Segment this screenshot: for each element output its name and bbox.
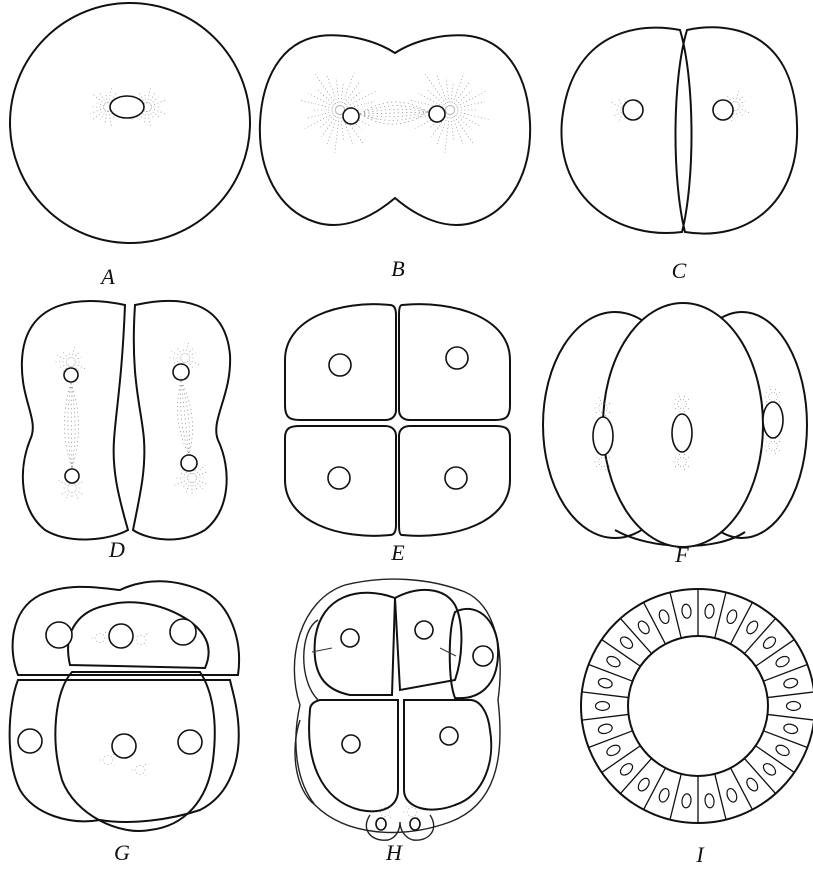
nucleus-upper-right	[173, 364, 189, 380]
cell-nucleus	[783, 677, 799, 689]
cell-nucleus	[636, 619, 651, 636]
nucleus-lower-center	[112, 734, 136, 758]
cell-nucleus	[636, 776, 651, 793]
panel-d: D	[22, 301, 230, 562]
cell-nucleus	[761, 635, 777, 651]
panel-label-b: B	[391, 256, 404, 281]
nucleus-bottom-left	[376, 818, 386, 830]
egg-cell-outline	[10, 3, 250, 243]
blastomere-right-dividing	[133, 301, 230, 540]
panel-b: B	[260, 35, 530, 281]
cell-nucleus	[725, 609, 738, 625]
spindle-right	[177, 381, 192, 455]
nucleus-upper-left	[64, 368, 78, 382]
panel-label-g: G	[114, 840, 130, 865]
cell-nucleus	[657, 787, 670, 803]
panel-i: I	[581, 589, 813, 867]
panel-h: H	[294, 579, 500, 865]
nucleus-right	[713, 100, 733, 120]
panel-e: E	[285, 304, 510, 565]
nucleus-lower-left	[342, 735, 360, 753]
cell-nucleus	[725, 787, 738, 803]
cell-nucleus	[783, 723, 799, 735]
daughter-nucleus-left	[343, 108, 359, 124]
panel-c: C	[561, 27, 797, 283]
cell-nucleus	[618, 635, 634, 651]
panel-label-i: I	[695, 842, 705, 867]
cell-nucleus	[605, 743, 622, 757]
panel-label-d: D	[108, 537, 125, 562]
nucleus-upper-left	[329, 354, 351, 376]
cell-nucleus	[605, 654, 622, 668]
panel-label-a: A	[99, 264, 115, 289]
nucleus-upper-right	[473, 646, 493, 666]
nucleus-right	[763, 402, 783, 438]
nucleus-bottom-right	[410, 818, 420, 830]
nucleus-left	[623, 100, 643, 120]
blastoderm-cells	[582, 589, 813, 823]
panel-label-f: F	[674, 542, 689, 567]
nucleus-lower-right	[181, 455, 197, 471]
panel-f: F	[543, 303, 807, 567]
nucleus-upper-center	[415, 621, 433, 639]
nucleus-lower-right	[440, 727, 458, 745]
panel-label-h: H	[385, 840, 403, 865]
nucleus-lower-right	[445, 467, 467, 489]
zygote-nucleus	[110, 96, 144, 118]
nucleus-upper-center	[109, 624, 133, 648]
cell-nucleus	[761, 761, 777, 777]
nucleus-lower-left	[65, 469, 79, 483]
cell-nucleus	[657, 609, 670, 625]
blastomere-right	[675, 27, 797, 233]
spindle-left	[64, 383, 78, 468]
nucleus-upper-right	[446, 347, 468, 369]
cell-nucleus	[774, 743, 791, 757]
nucleus-upper-left	[341, 629, 359, 647]
nucleus-lower-left	[18, 729, 42, 753]
cell-nucleus	[704, 604, 715, 619]
arrow-right	[440, 648, 456, 656]
dividing-cell-outline	[260, 35, 530, 225]
blastomere-left	[561, 28, 691, 233]
spindle-fibers	[360, 102, 428, 124]
aster-right	[410, 73, 489, 153]
cell-nucleus	[618, 761, 634, 777]
cell-nucleus	[774, 654, 791, 668]
nucleus-upper-left	[46, 622, 72, 648]
cell-nucleus	[745, 776, 760, 793]
nucleus-upper-right	[170, 619, 196, 645]
cell-nucleus	[745, 619, 760, 636]
panel-label-c: C	[672, 258, 687, 283]
blastomere-lower-right	[404, 700, 491, 810]
cell-nucleus	[681, 793, 692, 808]
nucleus-left	[593, 417, 613, 455]
nucleus-lower-right	[178, 730, 202, 754]
cell-nucleus	[704, 793, 715, 808]
panel-label-e: E	[390, 540, 405, 565]
cell-nucleus	[681, 604, 692, 619]
nucleus-center	[672, 414, 692, 452]
panel-g: G	[10, 581, 239, 865]
nucleus-lower-left	[328, 467, 350, 489]
blastocoel-inner-wall	[628, 636, 768, 776]
daughter-nucleus-right	[429, 106, 445, 122]
cell-nucleus	[787, 702, 801, 711]
cell-nucleus	[597, 677, 613, 689]
cell-nucleus	[597, 723, 613, 735]
cell-nucleus	[596, 702, 610, 711]
blastomere-lower-left	[309, 700, 398, 811]
blastomere-left-dividing	[22, 301, 128, 540]
panel-a: A	[10, 3, 250, 289]
aster-left	[300, 73, 379, 153]
blastula-outer-wall	[581, 589, 813, 823]
